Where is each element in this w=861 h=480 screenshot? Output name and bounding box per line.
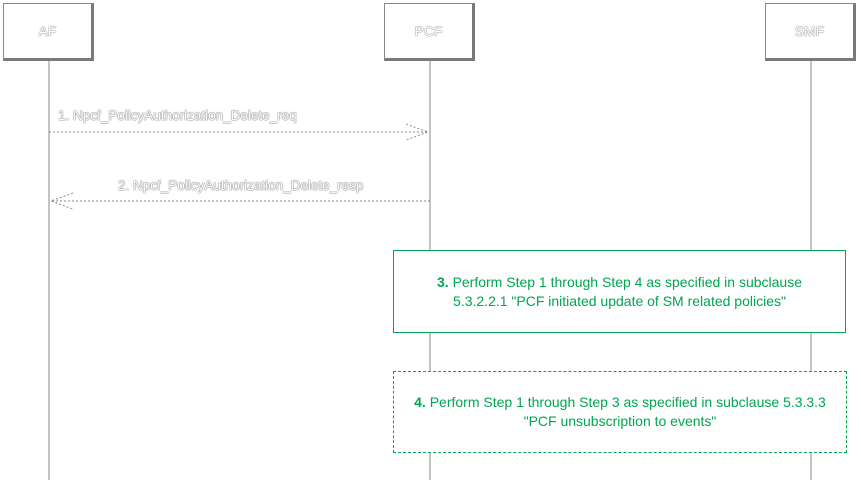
procedure-3-content: 3. Perform Step 1 through Step 4 as spec… [412,273,827,311]
procedure-3-box: 3. Perform Step 1 through Step 4 as spec… [393,250,846,333]
procedure-4-box: 4. Perform Step 1 through Step 3 as spec… [393,371,847,453]
procedure-3-number: 3. [436,273,449,290]
entity-smf-label: SMF [794,23,825,39]
message-1-number: 1. [58,108,70,123]
entity-pcf: PCF [384,3,475,61]
entity-af: AF [3,3,94,61]
procedure-4-text: Perform Step 1 through Step 3 as specifi… [429,394,826,429]
entity-smf: SMF [765,3,856,61]
procedure-4-number: 4. [414,394,426,410]
message-1-label: 1. Npcf_PolicyAuthorization_Delete_req [58,108,297,123]
message-2-number: 2. [118,178,130,193]
entity-pcf-label: PCF [414,23,443,39]
message-2-text: Npcf_PolicyAuthorization_Delete_resp [133,178,364,193]
message-1-text: Npcf_PolicyAuthorization_Delete_req [73,108,297,123]
procedure-4-content: 4. Perform Step 1 through Step 3 as spec… [412,393,828,431]
message-2-label: 2. Npcf_PolicyAuthorization_Delete_resp [118,178,363,193]
procedure-3-text: Perform Step 1 through Step 4 as specifi… [452,273,802,309]
entity-af-label: AF [38,23,57,39]
